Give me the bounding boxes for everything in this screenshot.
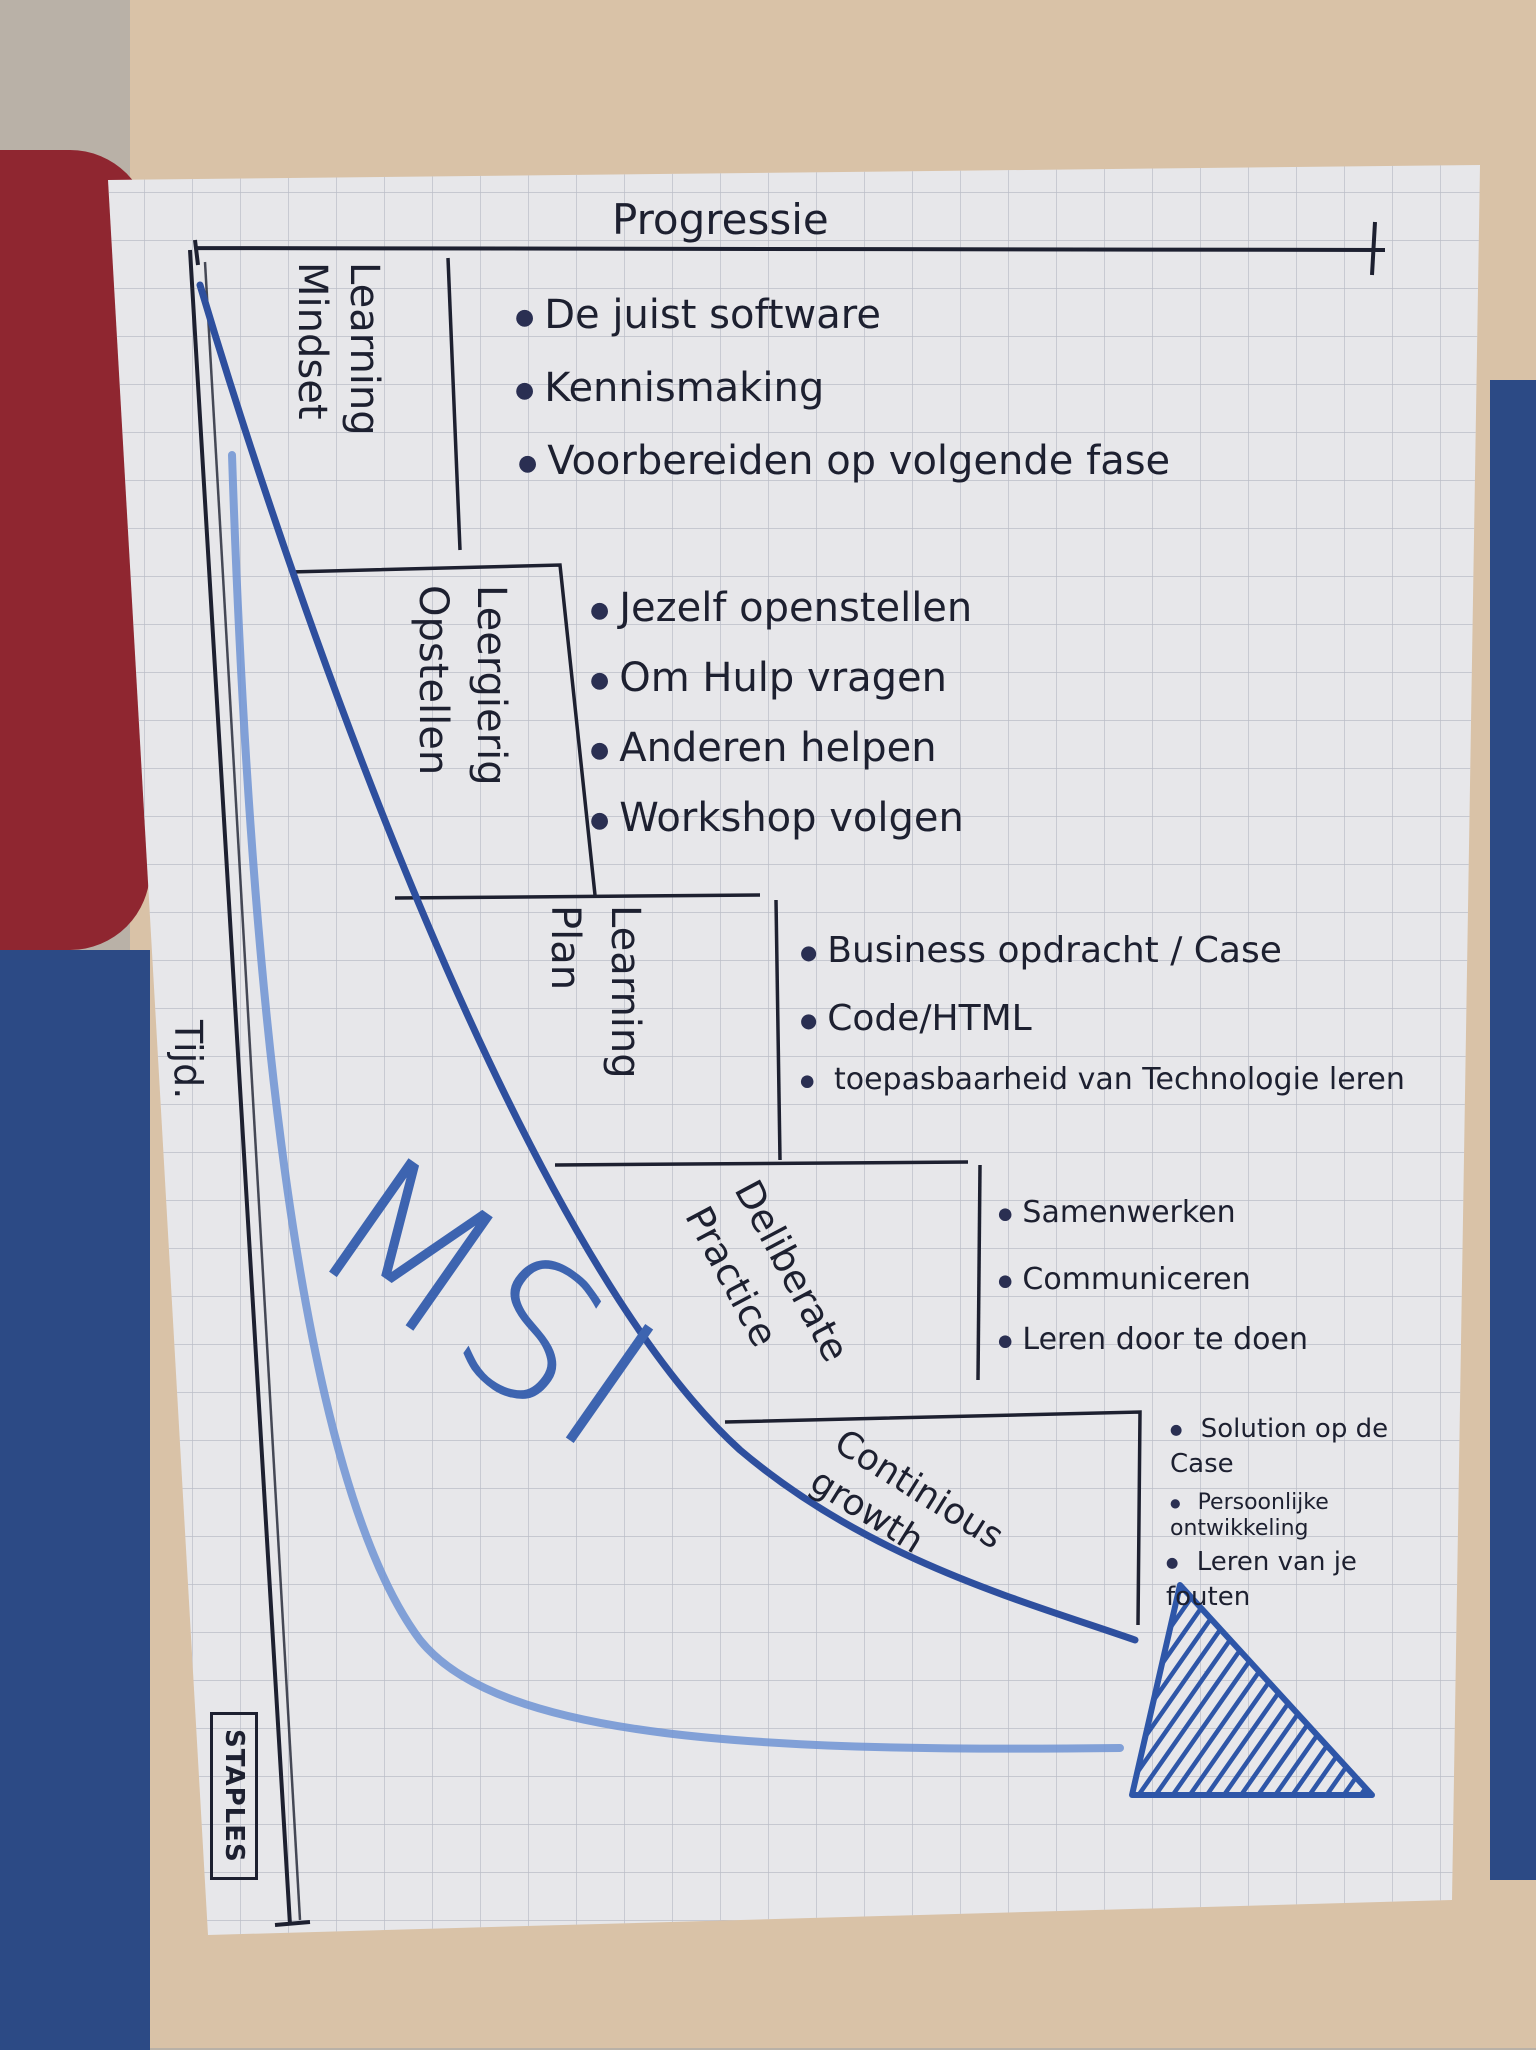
time-axis-label: Tijd. xyxy=(166,1020,210,1100)
phase-dividers xyxy=(289,257,1142,1626)
phase-2-item-2: Om Hulp vragen xyxy=(590,655,947,701)
phase-5-item-1-text: Solution op de Case xyxy=(1170,1414,1389,1479)
outer-curve xyxy=(228,451,1124,1753)
phase-3-title: Learning Plan xyxy=(542,905,648,1079)
phase-2-title: Leergierig Opstellen xyxy=(410,585,514,786)
phase-4-item-3: Leren door te doen xyxy=(998,1322,1308,1357)
phase-5-item-3: Leren van je fouten xyxy=(1166,1545,1406,1614)
phase-1-item-2: Kennismaking xyxy=(515,365,824,411)
floor-carpet xyxy=(0,950,150,2050)
phase-5-item-2: Persoonlijke ontwikkeling xyxy=(1170,1490,1410,1542)
phase-3-item-1: Business opdracht / Case xyxy=(800,930,1282,971)
time-axis-inner xyxy=(203,261,302,1921)
phase-2-item-3: Anderen helpen xyxy=(590,725,936,771)
phase-4-item-2: Communiceren xyxy=(998,1262,1250,1297)
phase-5-item-2-text: Persoonlijke ontwikkeling xyxy=(1170,1490,1329,1541)
progress-axis xyxy=(193,221,1386,276)
paper-grid xyxy=(108,165,1480,1935)
learning-curve xyxy=(196,281,1139,1644)
progress-axis-label: Progressie xyxy=(612,195,829,244)
phase-5-item-1: Solution op de Case xyxy=(1170,1412,1410,1481)
staples-brand-box: STAPLES xyxy=(210,1712,258,1880)
goal-triangle xyxy=(1129,1582,1375,1798)
phase-5-item-3-text: Leren van je fouten xyxy=(1166,1547,1357,1612)
phase-3-item-2: Code/HTML xyxy=(800,998,1031,1039)
phase-2-item-4: Workshop volgen xyxy=(590,795,964,841)
staples-brand-text: STAPLES xyxy=(219,1729,249,1863)
floor-carpet-right xyxy=(1490,380,1536,1880)
phase-1-title: Learning Mindset xyxy=(289,262,387,436)
phase-1-item-3: Voorbereiden op volgende fase xyxy=(518,438,1170,484)
phase-2-item-1: Jezelf openstellen xyxy=(590,585,972,631)
phase-3-item-3: toepasbaarheid van Technologie leren xyxy=(800,1062,1410,1099)
phase-4-item-1: Samenwerken xyxy=(998,1195,1235,1230)
time-axis xyxy=(188,249,311,1927)
phase-3-item-3-text: toepasbaarheid van Technologie leren xyxy=(833,1062,1405,1097)
phase-1-item-1: De juist software xyxy=(515,292,881,338)
